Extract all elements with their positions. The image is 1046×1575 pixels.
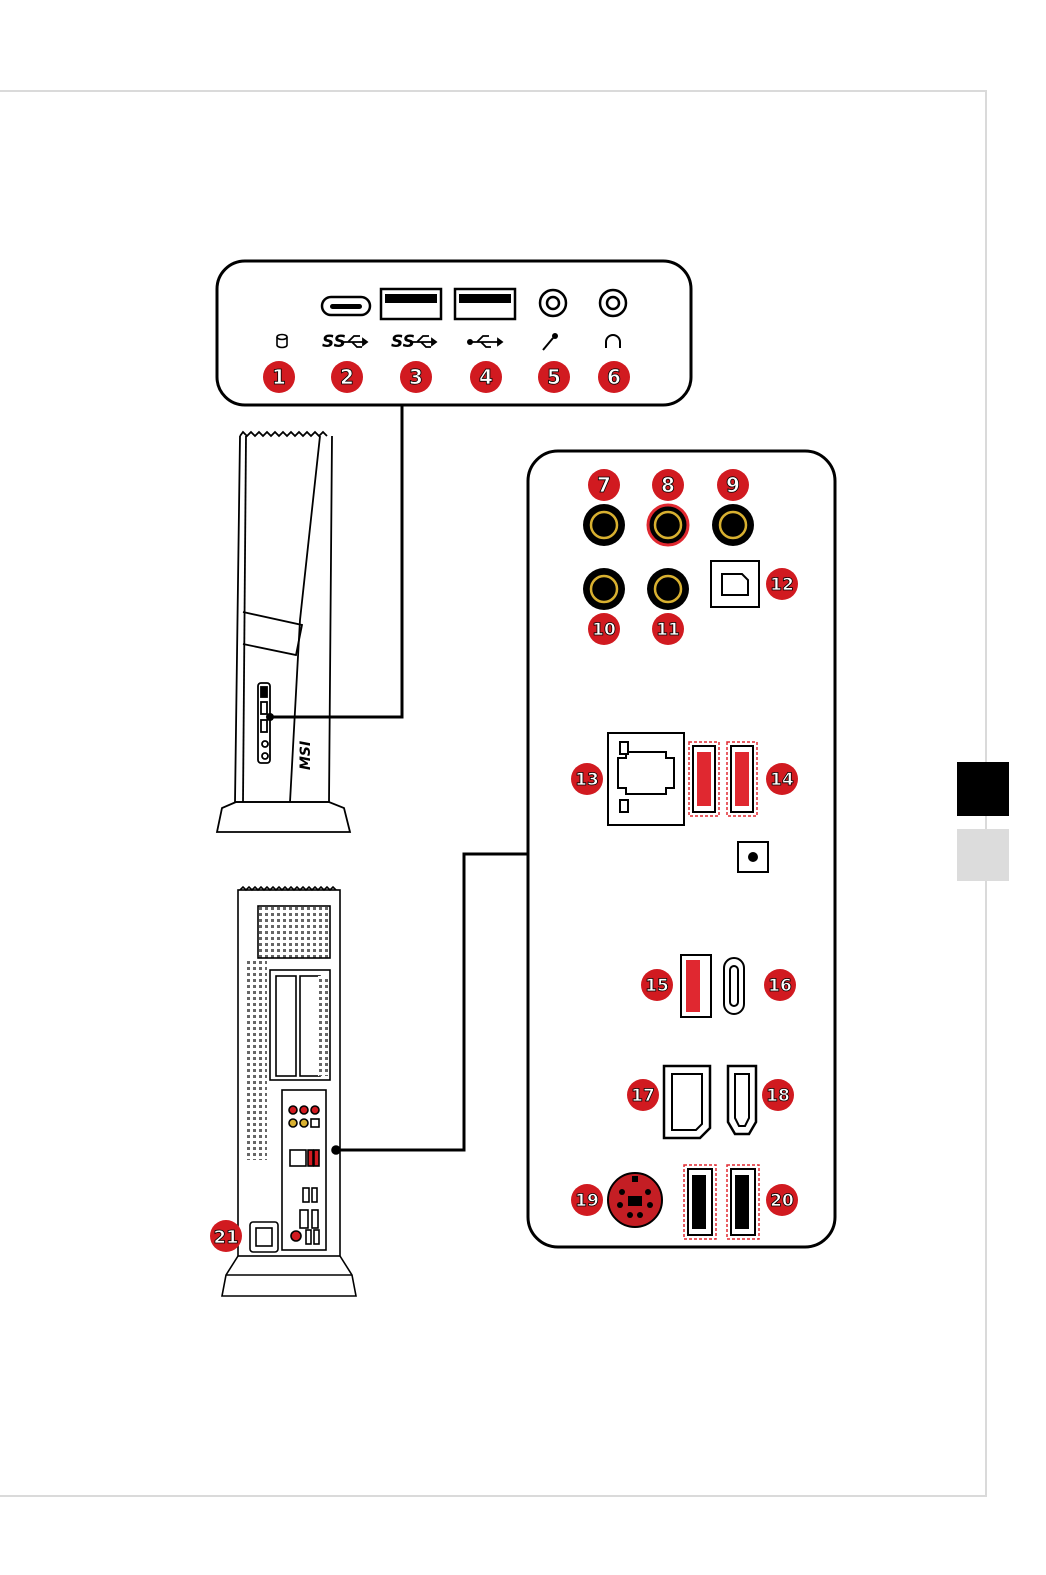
audio-jack-headphone xyxy=(600,290,626,316)
badge-12: 12 xyxy=(766,568,798,600)
svg-text:13: 13 xyxy=(575,770,599,790)
badge-6: 6 xyxy=(598,361,630,393)
badge-21: 21 xyxy=(210,1220,242,1252)
tower-rear-view xyxy=(222,854,528,1296)
badge-20: 20 xyxy=(766,1184,798,1216)
svg-text:9: 9 xyxy=(726,473,740,497)
svg-text:17: 17 xyxy=(631,1086,655,1106)
usb-a-port-red xyxy=(689,742,719,816)
usb-a-port xyxy=(381,289,441,319)
svg-text:SS: SS xyxy=(322,332,346,352)
audio-jack xyxy=(712,504,754,546)
badge-3: 3 xyxy=(400,361,432,393)
badge-17: 17 xyxy=(627,1079,659,1111)
svg-text:14: 14 xyxy=(770,770,794,790)
badge-10: 10 xyxy=(588,613,620,645)
usb-a-port xyxy=(455,289,515,319)
badge-16: 16 xyxy=(764,969,796,1001)
svg-text:5: 5 xyxy=(547,365,561,389)
svg-text:4: 4 xyxy=(479,365,493,389)
audio-jack xyxy=(583,504,625,546)
badge-18: 18 xyxy=(762,1079,794,1111)
usb-a-port-red xyxy=(681,955,711,1017)
audio-jack-mic xyxy=(540,290,566,316)
usb-a-port-red xyxy=(727,742,757,816)
svg-text:7: 7 xyxy=(597,473,611,497)
svg-text:MSI: MSI xyxy=(298,741,314,770)
displayport-port xyxy=(664,1066,710,1138)
svg-text:15: 15 xyxy=(645,976,669,996)
svg-text:2: 2 xyxy=(340,365,354,389)
svg-text:3: 3 xyxy=(409,365,423,389)
svg-text:11: 11 xyxy=(656,620,680,640)
lan-port xyxy=(608,733,684,825)
badge-9: 9 xyxy=(717,469,749,501)
badge-11: 11 xyxy=(652,613,684,645)
badge-1: 1 xyxy=(263,361,295,393)
svg-text:16: 16 xyxy=(768,976,792,996)
reset-button xyxy=(738,842,768,872)
svg-text:SS: SS xyxy=(391,332,415,352)
audio-jack xyxy=(647,504,689,546)
svg-text:8: 8 xyxy=(661,473,675,497)
svg-text:12: 12 xyxy=(770,575,794,595)
usb-c-port xyxy=(322,297,370,315)
usb-a-port xyxy=(727,1165,759,1239)
usb-c-port xyxy=(724,958,744,1014)
audio-jack xyxy=(583,568,625,610)
rear-io-callout: 7 8 9 10 11 12 13 14 xyxy=(528,451,835,1247)
usb-a-port xyxy=(684,1165,716,1239)
tower-front-view: MSI xyxy=(217,432,350,832)
audio-jack xyxy=(647,568,689,610)
ps2-port xyxy=(608,1173,662,1227)
badge-15: 15 xyxy=(641,969,673,1001)
badge-7: 7 xyxy=(588,469,620,501)
badge-8: 8 xyxy=(652,469,684,501)
svg-text:19: 19 xyxy=(575,1191,599,1211)
badge-14: 14 xyxy=(766,763,798,795)
svg-text:21: 21 xyxy=(213,1227,238,1248)
badge-2: 2 xyxy=(331,361,363,393)
optical-spdif-port xyxy=(711,561,759,607)
badge-19: 19 xyxy=(571,1184,603,1216)
svg-text:10: 10 xyxy=(592,620,616,640)
badge-5: 5 xyxy=(538,361,570,393)
svg-text:20: 20 xyxy=(770,1191,794,1211)
hdmi-port xyxy=(728,1066,756,1134)
badge-13: 13 xyxy=(571,763,603,795)
badge-4: 4 xyxy=(470,361,502,393)
svg-text:6: 6 xyxy=(607,365,621,389)
svg-text:18: 18 xyxy=(766,1086,790,1106)
svg-text:1: 1 xyxy=(272,365,286,389)
